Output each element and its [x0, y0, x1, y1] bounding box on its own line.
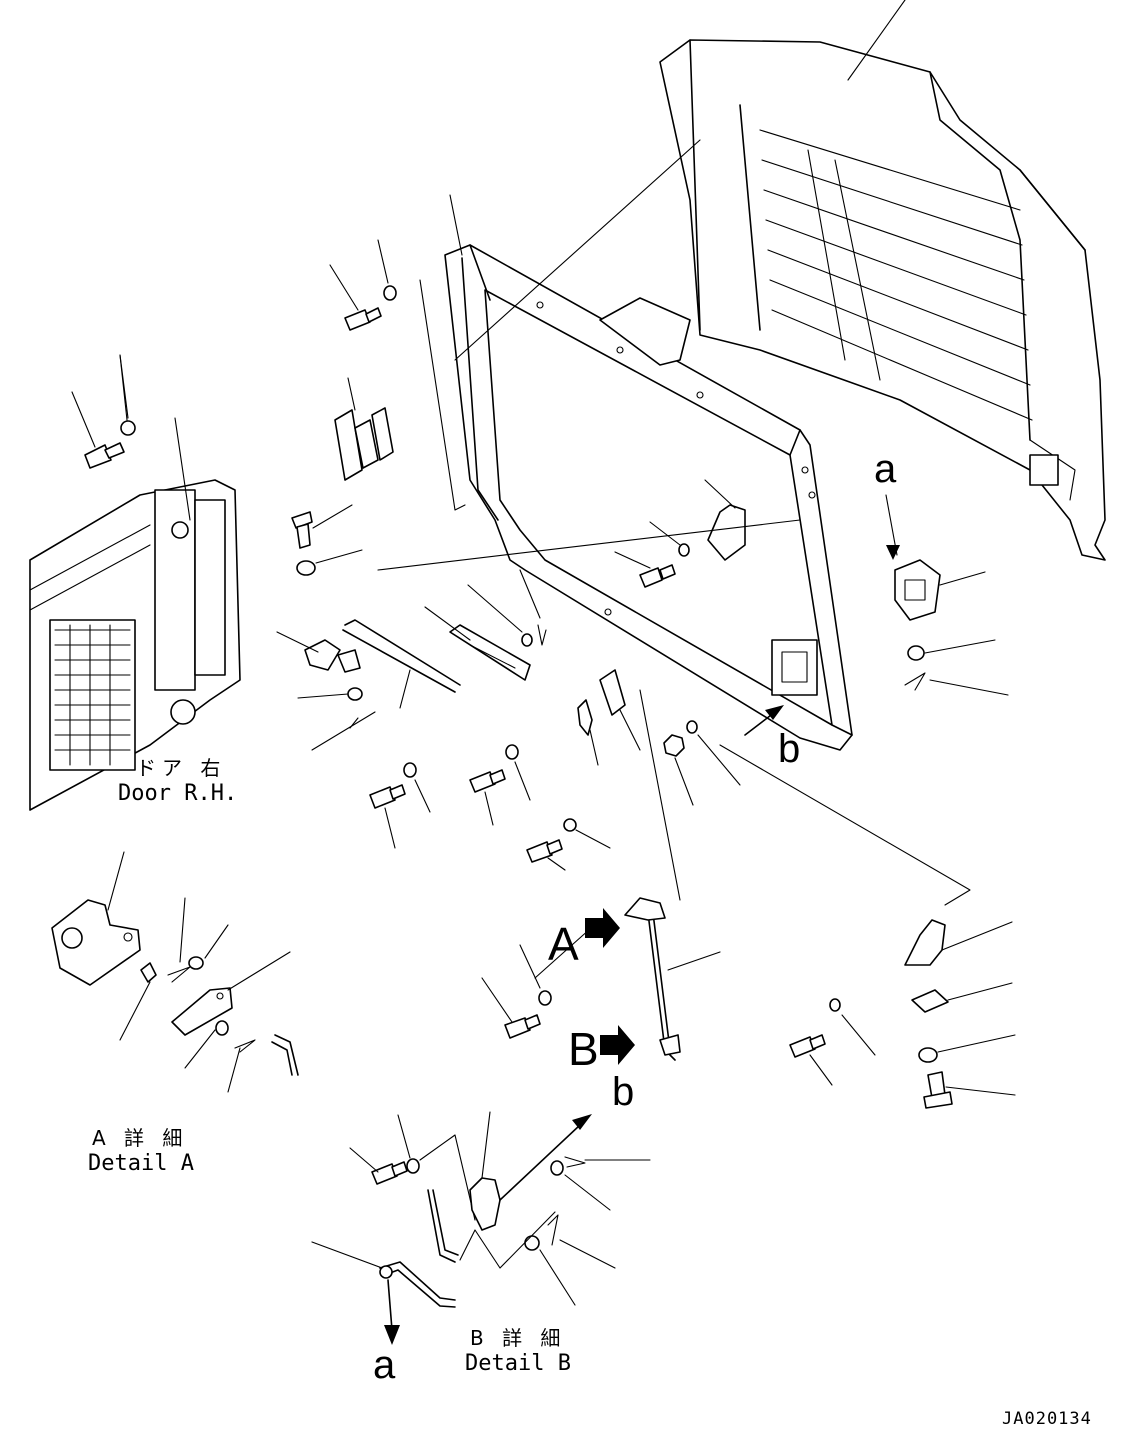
- callout-a-label: A: [548, 918, 579, 970]
- fastener-group: [71, 139, 1009, 979]
- ref-b-frame: b: [778, 727, 800, 771]
- drawing-code: JA020134: [1002, 1409, 1092, 1429]
- detail-a-label-en: Detail A: [88, 1151, 194, 1176]
- detail-b-label-en: Detail B: [465, 1351, 571, 1376]
- door-label-en: Door R.H.: [118, 781, 237, 806]
- right-bracket-assembly: [789, 919, 1016, 1109]
- grille-mounting-frame: [444, 194, 853, 751]
- detail-a-label-jp: A 詳 細: [92, 1126, 188, 1150]
- ref-a-top: a: [874, 447, 897, 491]
- door-rh-assembly: [29, 354, 241, 811]
- detail-a-drawing: [51, 851, 299, 1093]
- detail-b-drawing: [311, 1111, 651, 1345]
- support-rod: [585, 897, 721, 1065]
- detail-b-label-jp: B 詳 細: [470, 1326, 566, 1350]
- radiator-grille: [659, 0, 1106, 561]
- rod-bolt: [481, 944, 552, 1039]
- ref-b-arrow: [744, 705, 784, 736]
- door-label-jp: ドア 右: [136, 756, 226, 780]
- ref-b-detail: b: [612, 1070, 634, 1114]
- ref-a-bottom: a: [373, 1343, 396, 1387]
- callout-b-label: B: [568, 1023, 599, 1075]
